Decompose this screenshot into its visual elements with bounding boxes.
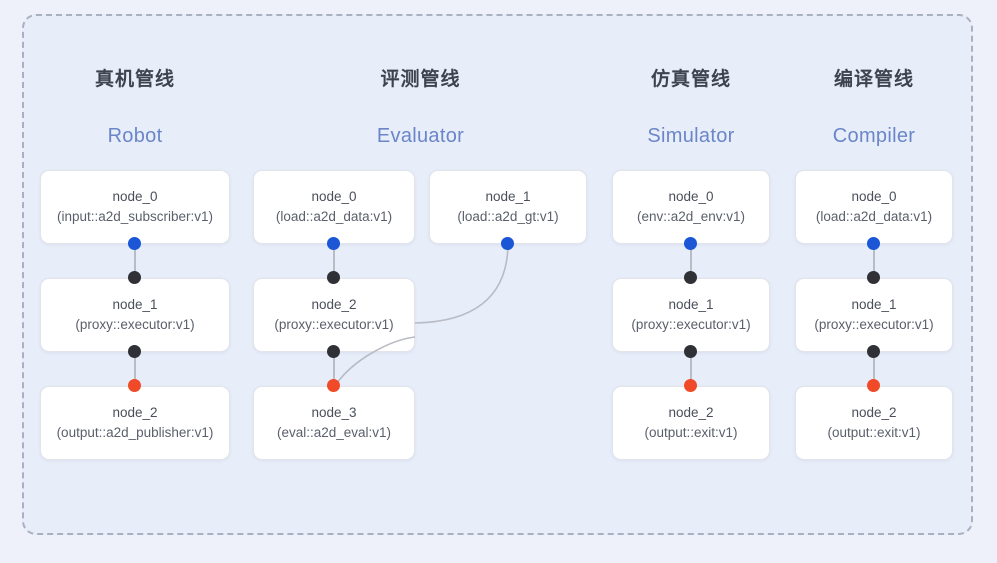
node-box[interactable]: node_1 (proxy::executor:v1) [40,278,230,352]
node-box[interactable]: node_1 (load::a2d_gt:v1) [429,170,587,244]
node-spec: (proxy::executor:v1) [75,317,195,332]
node-spec: (load::a2d_gt:v1) [457,209,559,224]
column-header-cn-compiler: 编译管线 [833,69,914,90]
column-header-en-compiler: Compiler [832,125,916,147]
link-vertical [333,243,335,277]
node-box[interactable]: node_0 (load::a2d_data:v1) [253,170,415,244]
node-name: node_2 [851,405,897,420]
port-input-red[interactable] [128,379,141,392]
node-box[interactable]: node_1 (proxy::executor:v1) [795,278,953,352]
pipeline-column-simulator: 仿真管线 Simulator node_0 (env::a2d_env:v1) … [612,0,770,563]
column-header-cn-evaluator: 评测管线 [380,69,461,90]
link-vertical [690,243,692,277]
node-name: node_1 [485,189,531,204]
pipeline-column-compiler: 编译管线 Compiler node_0 (load::a2d_data:v1)… [795,0,953,563]
port-input-red[interactable] [867,379,880,392]
node-spec: (load::a2d_data:v1) [815,209,933,224]
port-input-red[interactable] [327,379,340,392]
pipeline-column-robot: 真机管线 Robot node_0 (input::a2d_subscriber… [40,0,230,563]
node-spec: (env::a2d_env:v1) [636,209,746,224]
pipeline-column-evaluator: 评测管线 Evaluator [253,0,588,563]
node-box[interactable]: node_0 (load::a2d_data:v1) [795,170,953,244]
pipeline-column-evaluator-main: node_0 (load::a2d_data:v1) node_2 (proxy… [253,0,415,563]
column-header-en-simulator: Simulator [647,125,735,147]
link-vertical [690,351,692,385]
node-spec: (load::a2d_data:v1) [275,209,393,224]
node-spec: (input::a2d_subscriber:v1) [56,209,214,224]
port-output-blue[interactable] [128,237,141,250]
node-box[interactable]: node_2 (output::a2d_publisher:v1) [40,386,230,460]
node-box[interactable]: node_2 (proxy::executor:v1) [253,278,415,352]
node-spec: (proxy::executor:v1) [274,317,394,332]
port-input-red[interactable] [684,379,697,392]
node-box[interactable]: node_2 (output::exit:v1) [612,386,770,460]
node-name: node_1 [668,297,714,312]
node-spec: (output::a2d_publisher:v1) [56,425,214,440]
link-vertical [873,243,875,277]
port-output-blue[interactable] [867,237,880,250]
node-box[interactable]: node_1 (proxy::executor:v1) [612,278,770,352]
node-name: node_2 [668,405,714,420]
link-vertical [134,351,136,385]
port-output-blue[interactable] [684,237,697,250]
port-input-black[interactable] [684,271,697,284]
port-output-blue[interactable] [501,237,514,250]
column-header-en-robot: Robot [107,125,163,147]
node-spec: (eval::a2d_eval:v1) [276,425,392,440]
node-box[interactable]: node_0 (env::a2d_env:v1) [612,170,770,244]
column-header-en-evaluator: Evaluator [376,125,465,147]
port-output-black[interactable] [684,345,697,358]
node-spec: (proxy::executor:v1) [814,317,934,332]
node-name: node_0 [311,189,357,204]
port-output-black[interactable] [867,345,880,358]
node-name: node_3 [311,405,357,420]
link-vertical [873,351,875,385]
node-spec: (output::exit:v1) [644,425,738,440]
node-name: node_0 [112,189,158,204]
node-spec: (output::exit:v1) [827,425,921,440]
node-name: node_1 [851,297,897,312]
link-vertical [134,243,136,277]
node-box[interactable]: node_2 (output::exit:v1) [795,386,953,460]
node-name: node_0 [668,189,714,204]
port-output-blue[interactable] [327,237,340,250]
link-vertical [333,351,335,385]
node-box[interactable]: node_3 (eval::a2d_eval:v1) [253,386,415,460]
node-name: node_0 [851,189,897,204]
node-name: node_2 [112,405,158,420]
port-input-black[interactable] [867,271,880,284]
node-spec: (proxy::executor:v1) [631,317,751,332]
node-name: node_1 [112,297,158,312]
pipeline-column-evaluator-side: node_1 (load::a2d_gt:v1) [429,0,587,563]
node-name: node_2 [311,297,357,312]
column-header-cn-robot: 真机管线 [94,69,175,90]
port-input-black[interactable] [327,271,340,284]
port-output-black[interactable] [327,345,340,358]
node-box[interactable]: node_0 (input::a2d_subscriber:v1) [40,170,230,244]
port-output-black[interactable] [128,345,141,358]
column-header-cn-simulator: 仿真管线 [650,69,731,90]
port-input-black[interactable] [128,271,141,284]
